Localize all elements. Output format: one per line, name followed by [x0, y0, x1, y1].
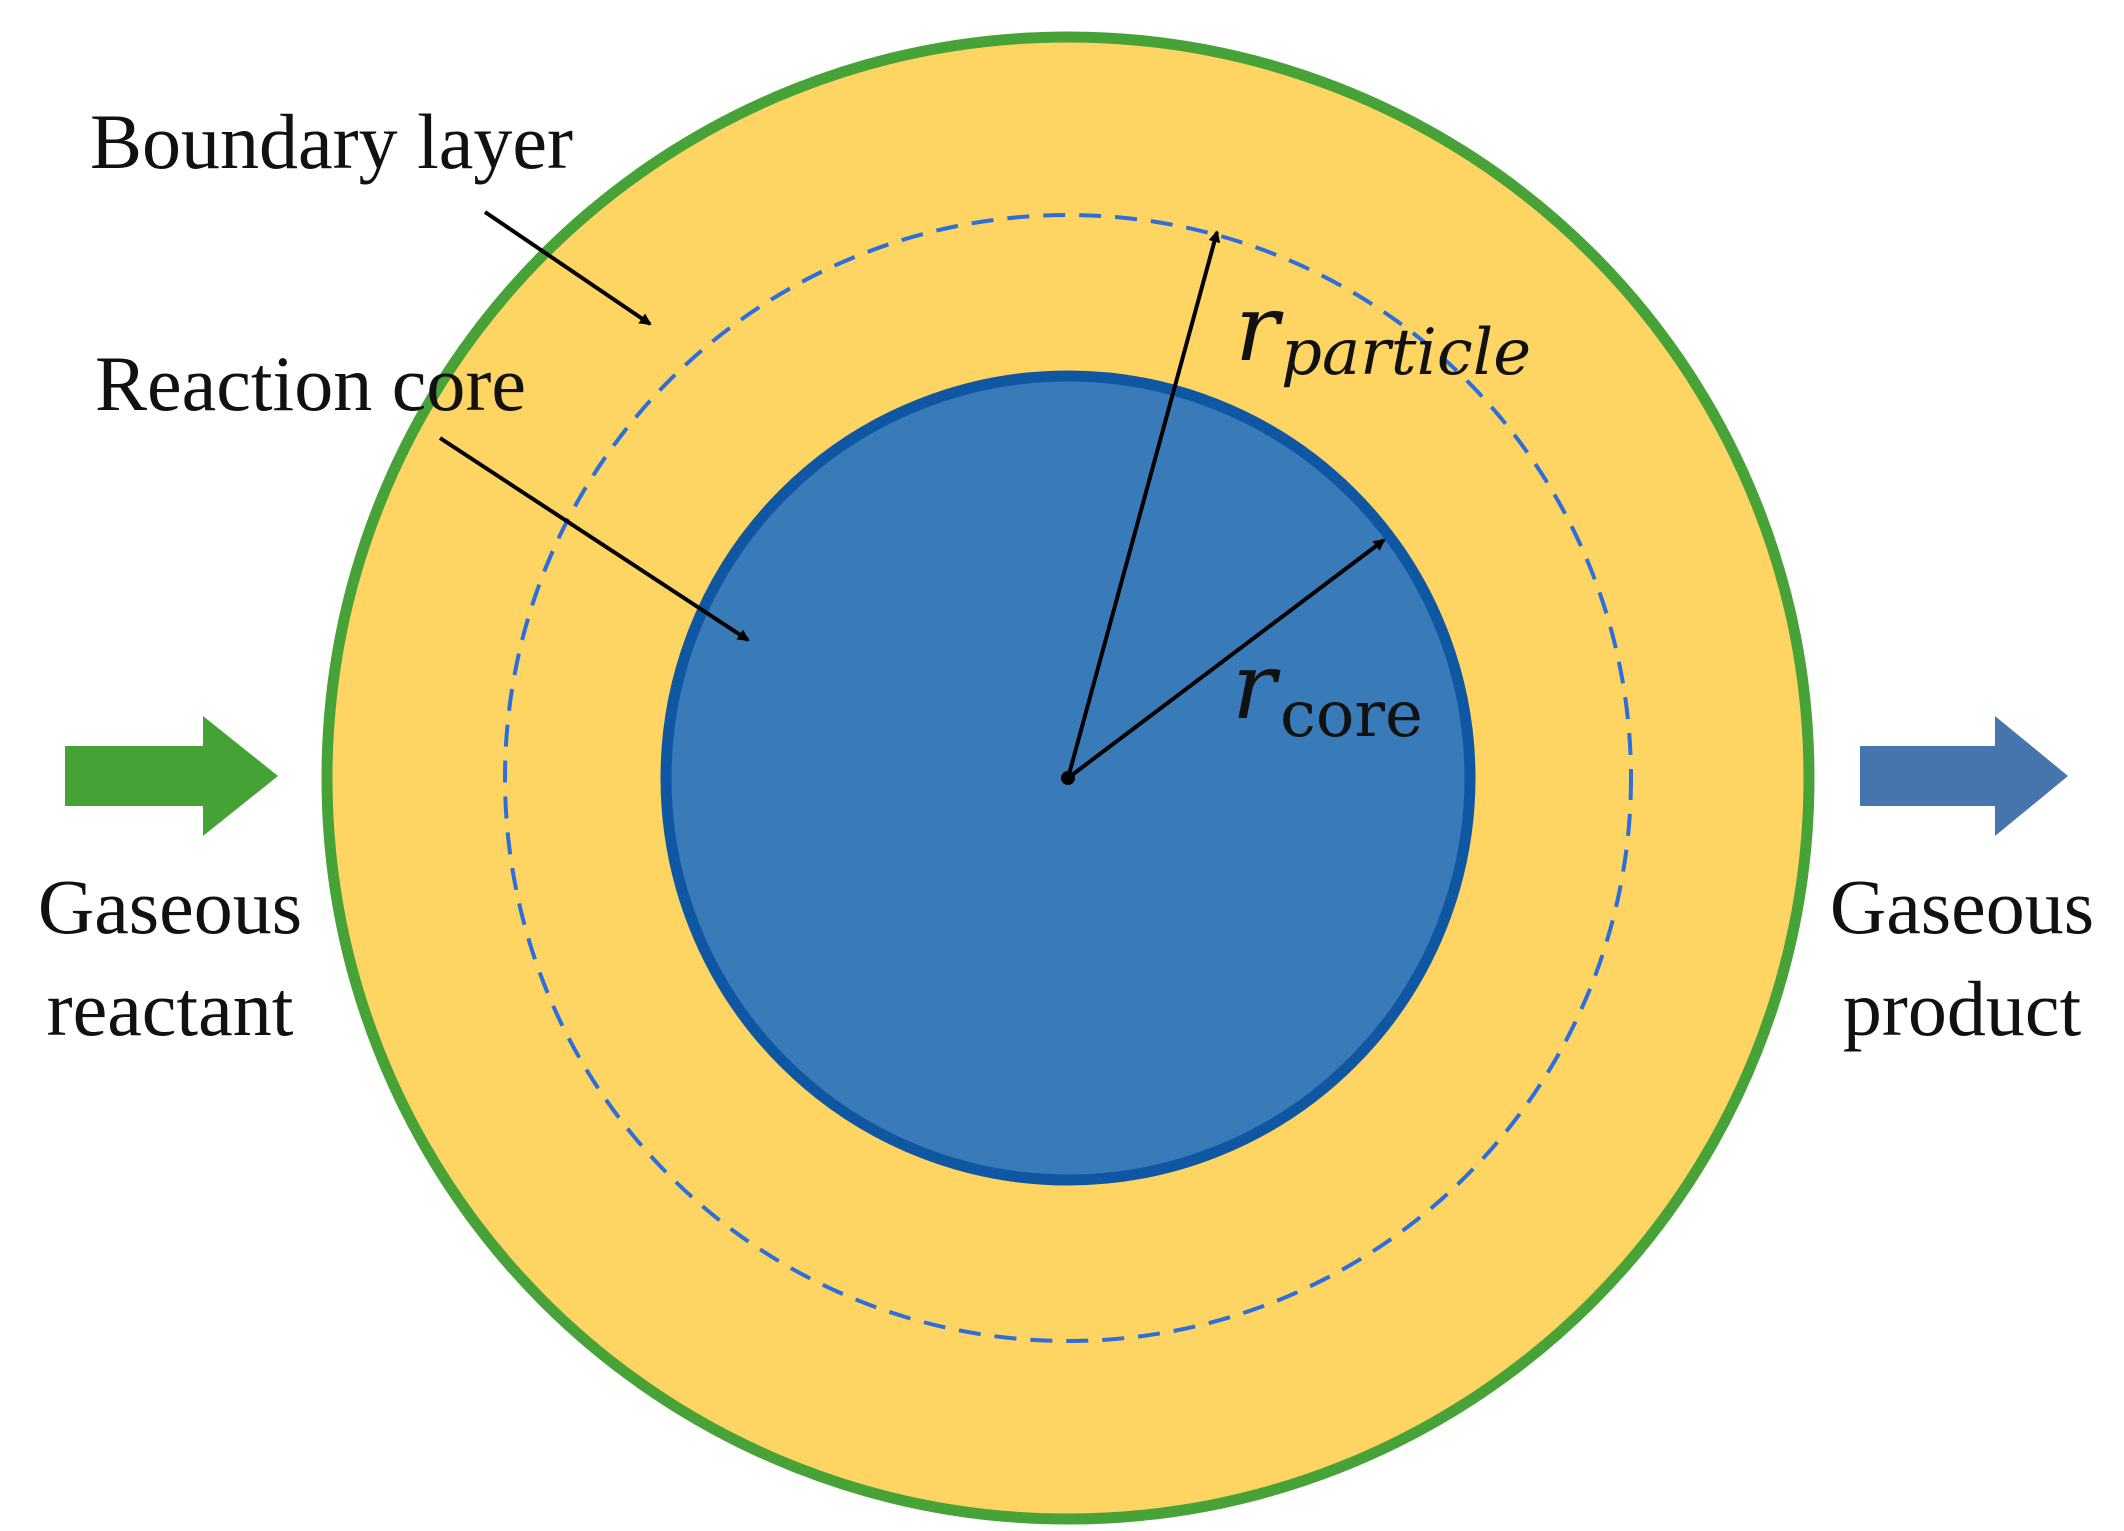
r-core-radius-arrow [1066, 538, 1386, 780]
product-arrow-icon [1860, 716, 2068, 836]
reactant-label-line2: reactant [47, 965, 294, 1052]
reactant-arrow-icon [65, 716, 278, 836]
reaction-core-pointer-arrow [438, 436, 750, 642]
boundary-layer-dashed-circle [503, 213, 1633, 1343]
r-particle-label: rparticle [1235, 275, 1531, 390]
reaction-core-label: Reaction core [95, 340, 526, 427]
reactant-label-line1: Gaseous [38, 863, 302, 950]
r-core-label: rcore [1232, 633, 1423, 752]
boundary-layer-pointer-arrow [483, 210, 652, 326]
product-label-line1: Gaseous [1830, 863, 2094, 950]
r-particle-radius-arrow [1066, 230, 1221, 779]
product-label-line2: product [1843, 965, 2082, 1052]
boundary-layer-label: Boundary layer [90, 98, 573, 185]
